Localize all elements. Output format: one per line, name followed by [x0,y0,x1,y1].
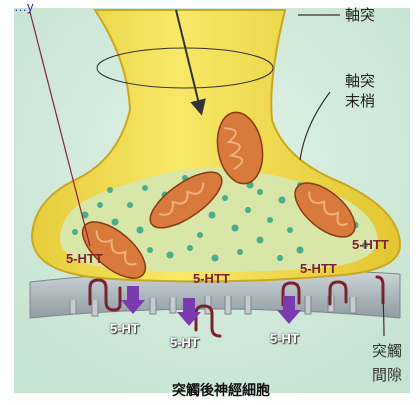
transporter-label: 5-HTT [300,262,337,275]
synaptic-cleft-label-line2: 間隙 [372,368,402,383]
serotonin-label: 5-HT [110,322,139,335]
transporter-label: 5-HTT [193,272,230,285]
postsynaptic-cell-caption: 突觸後神經細胞 [172,384,270,398]
top-left-label: …y [14,0,34,13]
serotonin-label: 5-HT [270,332,299,345]
axon-terminal-label-line2: 末梢 [345,94,375,109]
synaptic-cleft-label-line1: 突觸 [372,344,402,359]
axon-label: 軸突 [345,8,375,23]
axon-terminal-label-line1: 軸突 [345,74,375,89]
serotonin-label: 5-HT [170,336,199,349]
transporter-label: 5-HTT [66,252,103,265]
transporter-label: 5-HTT [352,238,389,251]
